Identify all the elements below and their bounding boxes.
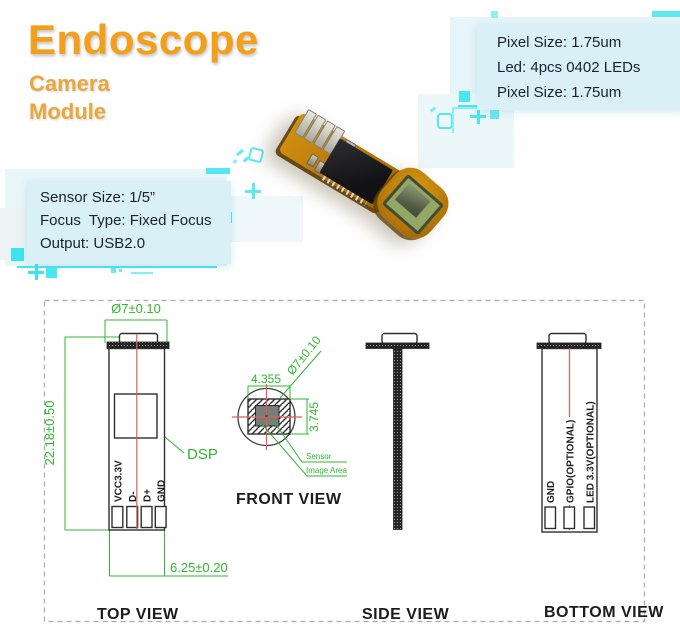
lens-cap <box>381 332 418 345</box>
technical-drawing: Ø7±0.10 22.18±0.50 6.25±0.20 DSP VCC3.3V… <box>42 299 664 623</box>
cyan-bar-decoration <box>206 168 230 174</box>
pin-label: D+ <box>143 489 154 502</box>
image-sensor <box>381 173 445 236</box>
dim-length: 22.18±0.50 <box>42 401 57 466</box>
cyan-square-decoration <box>11 248 24 261</box>
rounded-square-icon <box>247 146 265 164</box>
callout-sensor: Sensor <box>306 452 332 461</box>
dim-sensor-width: 4.355 <box>251 372 281 386</box>
sparkle-dash-icon <box>232 159 238 164</box>
callout-image-area: Image Area <box>306 466 347 475</box>
pad-outline <box>126 505 139 529</box>
pad-outline <box>111 505 124 529</box>
cyan-line-decoration <box>17 266 217 268</box>
flange-hatched <box>536 342 602 349</box>
spec-line: Led: 4pcs 0402 LEDs <box>497 59 641 76</box>
view-label: SIDE VIEW <box>362 606 450 623</box>
plus-icon <box>28 264 44 280</box>
center-dot <box>265 414 268 418</box>
sparkle-dash-icon <box>235 148 245 157</box>
pad-outline <box>583 506 596 530</box>
dim-diameter: Ø7±0.10 <box>111 301 161 316</box>
cyan-square-decoration <box>119 269 122 272</box>
spec-line: Output: USB2.0 <box>40 235 146 252</box>
flange-hatched <box>365 342 430 349</box>
pad-outline <box>140 505 153 529</box>
pad-outline <box>544 506 557 530</box>
pin-label: GPIO(OPTIONAL) <box>566 420 577 503</box>
pin-label: GND <box>157 480 168 502</box>
flange-hatched <box>106 341 170 349</box>
page-subtitle-camera: Camera <box>29 71 110 96</box>
pin-label: D- <box>128 491 139 502</box>
cyan-square-decoration <box>490 110 499 119</box>
front-view-drawing: 4.355 3.745 Ø7±0.10 Sensor Image Area FR… <box>232 333 347 508</box>
cyan-line-decoration <box>131 272 153 274</box>
cyan-square-decoration <box>111 268 116 273</box>
spec-box-left: Sensor Size: 1/5” Focus Type: Fixed Focu… <box>27 181 231 264</box>
pad-outline <box>563 506 576 530</box>
pin-label: LED 3.3V(OPTIONAL) <box>586 401 597 503</box>
spec-line: Sensor Size: 1/5” <box>40 189 156 206</box>
pin-label: VCC3.3V <box>114 460 125 502</box>
spec-box-right: Pixel Size: 1.75um Led: 4pcs 0402 LEDs P… <box>477 25 680 110</box>
view-label: BOTTOM VIEW <box>544 604 664 621</box>
module-photo <box>278 86 493 247</box>
cyan-square-decoration <box>46 267 57 278</box>
spec-line: Focus Type: Fixed Focus <box>40 212 212 229</box>
front-view-dimension-lines <box>247 350 347 477</box>
spec-line: Pixel Size: 1.75um <box>497 34 622 51</box>
cyan-bar-decoration <box>652 11 680 17</box>
dsp-chip-outline <box>113 393 158 439</box>
view-label: TOP VIEW <box>97 606 179 623</box>
cyan-corner-line <box>452 107 492 109</box>
view-label: FRONT VIEW <box>236 491 342 508</box>
dsp-label: DSP <box>187 446 218 463</box>
image-sensor-active-area <box>394 182 431 218</box>
pin-label: GND <box>546 481 557 503</box>
bottom-view-drawing: GND GPIO(OPTIONAL) LED 3.3V(OPTIONAL) BO… <box>536 332 664 621</box>
spec-line: Pixel Size: 1.75um <box>497 84 622 101</box>
lens-cap <box>548 332 587 345</box>
page-title: Endoscope <box>28 16 259 63</box>
pad-outline <box>154 505 167 529</box>
dim-width: 6.25±0.20 <box>170 560 228 575</box>
plus-icon <box>245 183 261 199</box>
cyan-square-decoration <box>459 91 470 102</box>
drawing-frame <box>43 299 646 623</box>
stem-hatched <box>393 348 403 530</box>
top-view-dimension-lines <box>64 319 228 577</box>
plus-icon <box>470 108 486 124</box>
side-view-drawing: SIDE VIEW <box>362 332 450 623</box>
cyan-square-decoration <box>491 11 498 18</box>
page-subtitle-module: Module <box>29 99 106 124</box>
top-view-drawing: Ø7±0.10 22.18±0.50 6.25±0.20 DSP VCC3.3V… <box>42 301 228 623</box>
dim-sensor-height: 3.745 <box>307 402 321 432</box>
cyan-corner-line <box>452 107 454 133</box>
